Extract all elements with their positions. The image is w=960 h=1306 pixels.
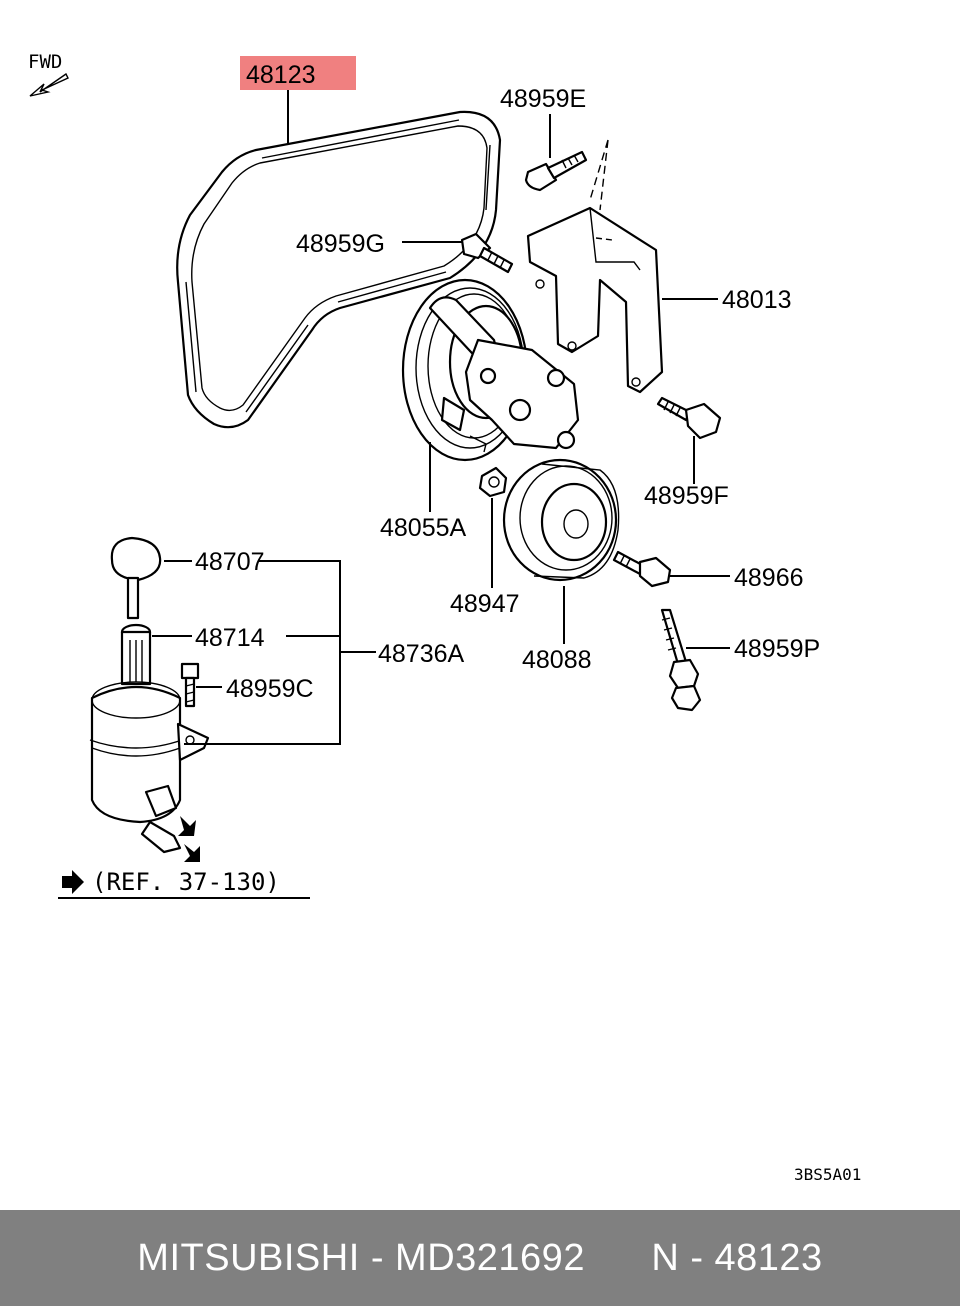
power-steering-pump-48055A[interactable] (401, 278, 580, 462)
fwd-indicator: FWD (28, 51, 69, 97)
label-48959C[interactable]: 48959C (226, 675, 314, 703)
label-48088[interactable]: 48088 (522, 646, 592, 674)
label-48123[interactable]: 48123 (246, 61, 316, 89)
bolt-48959G[interactable] (460, 232, 514, 274)
reference-text[interactable]: (REF. 37-130) (92, 868, 280, 896)
bolt-48966[interactable] (612, 550, 672, 588)
label-48013[interactable]: 48013 (722, 286, 792, 314)
bolt-48959C[interactable] (180, 662, 200, 708)
reservoir-cap-48707[interactable] (110, 536, 162, 620)
label-48959F[interactable]: 48959F (644, 482, 729, 510)
reference-note: (REF. 37-130) (58, 868, 310, 899)
stud-48959P[interactable] (660, 608, 702, 712)
label-48959P[interactable]: 48959P (734, 635, 820, 663)
bolt-48959E[interactable] (524, 150, 588, 192)
label-48736A[interactable]: 48736A (378, 640, 465, 668)
footer-bar: MITSUBISHI - MD321692 N - 48123 (0, 1210, 960, 1306)
label-48707[interactable]: 48707 (195, 548, 265, 576)
footer-brand: MITSUBISHI (137, 1236, 360, 1279)
footer-part-number: MD321692 (395, 1236, 585, 1279)
label-48966[interactable]: 48966 (734, 564, 804, 592)
nut-48947[interactable] (478, 466, 508, 498)
highlight-box-48123 (240, 56, 356, 90)
drive-belt[interactable] (176, 110, 502, 429)
parts-diagram: FWD 48123 48959E 48959G 48013 (28, 51, 861, 1184)
reservoir-filter-48714[interactable] (120, 623, 152, 686)
label-48714[interactable]: 48714 (195, 624, 265, 652)
label-48959G[interactable]: 48959G (296, 230, 385, 258)
label-48959E[interactable]: 48959E (500, 85, 586, 113)
drawing-code: 3BS5A01 (794, 1165, 861, 1184)
arrow-right-icon (62, 870, 84, 894)
footer-text: MITSUBISHI - MD321692 N - 48123 (137, 1236, 823, 1279)
reservoir-tank-48736A[interactable] (89, 681, 210, 862)
footer-ref-label: N - 48123 (651, 1236, 823, 1279)
fwd-arrow-icon (29, 72, 69, 97)
label-48947[interactable]: 48947 (450, 590, 520, 618)
label-48055A[interactable]: 48055A (380, 514, 467, 542)
bolt-48959F[interactable] (656, 396, 722, 440)
fwd-label: FWD (28, 51, 62, 73)
bracket-48013[interactable] (526, 206, 664, 394)
idler-pulley-48088[interactable] (502, 458, 620, 582)
